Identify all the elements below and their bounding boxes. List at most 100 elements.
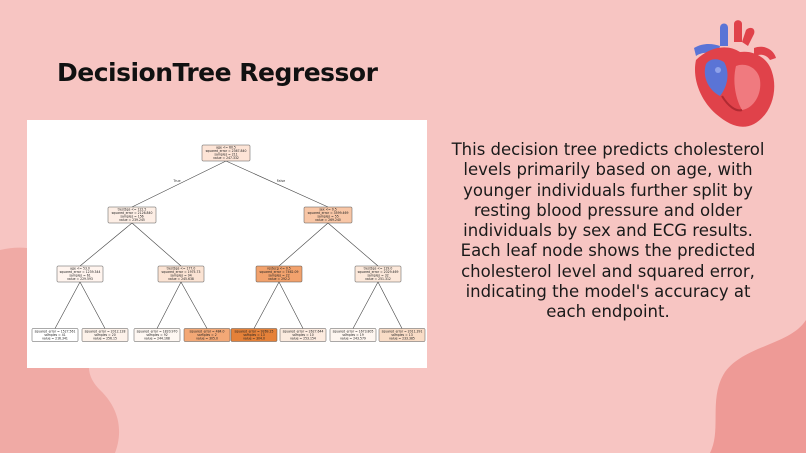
tree-node-text: squared_error = 3599.469 (308, 211, 349, 215)
description-text: This decision tree predicts cholesterol … (451, 140, 765, 322)
tree-node-box (201, 144, 251, 162)
tree-node-box (303, 206, 353, 224)
tree-node-text: squared_error = 2012.128 (85, 329, 126, 333)
tree-node-text: value = 245.638 (168, 277, 194, 281)
tree-edge-r1-r2a (278, 222, 329, 267)
tree-edge-l2b-leaf4 (180, 281, 208, 329)
edge-label-false: False (277, 179, 286, 183)
tree-edge-r1-r2b (327, 222, 379, 267)
tree-node-box (378, 328, 426, 342)
tree-edge-root-r1 (225, 160, 329, 208)
tree-node-text: trestbps <= 122.5 (118, 208, 147, 212)
tree-node-text: sex <= 0.5 (319, 208, 336, 212)
tree-node-text: squared_error = 7462.09 (260, 270, 299, 274)
tree-node-box (157, 265, 205, 283)
heart-anatomy-icon (694, 20, 776, 127)
tree-node-text: value = 292.2 (268, 277, 290, 281)
tree-node-text: value = 216.341 (42, 336, 68, 340)
tree-node-box (279, 328, 327, 342)
tree-node-box (329, 328, 377, 342)
tree-node-text: squared_error = 9269.25 (235, 329, 274, 333)
tree-node-text: age <= 53.0 (70, 267, 90, 271)
tree-edge-r2b-leaf8 (377, 281, 403, 329)
tree-node-box (354, 265, 402, 283)
tree-node-text: squared_error = 2126.840 (112, 211, 153, 215)
tree-node-text: squared_error = 2367.840 (206, 149, 247, 153)
edge-label-true: True (172, 179, 180, 183)
tree-node-text: samples = 156 (120, 215, 143, 219)
tree-node-box (81, 328, 129, 342)
tree-node-text: samples = 41 (44, 333, 65, 337)
tree-edge-l2a-leaf1 (54, 281, 81, 329)
tree-node-text: samples = 20 (94, 333, 115, 337)
tree-node-text: squared_error = 2029.469 (358, 270, 399, 274)
tree-node-text: samples = 13 (243, 333, 264, 337)
tree-node-text: squared_error = 1527.561 (35, 329, 76, 333)
tree-node-text: samples = 211 (214, 153, 237, 157)
tree-node-text: value = 244.168 (144, 336, 170, 340)
tree-node-text: value = 251.312 (365, 277, 391, 281)
tree-node-text: samples = 94 (170, 274, 191, 278)
tree-node-box (133, 328, 181, 342)
tree-node-text: value = 305.0 (196, 336, 218, 340)
tree-node-box (31, 328, 79, 342)
tree-node-box (255, 265, 303, 283)
slide-title: DecisionTree Regressor (57, 58, 378, 87)
tree-node-text: value = 304.0 (243, 336, 265, 340)
tree-node-box (107, 206, 157, 224)
tree-node-text: restecg <= 0.5 (267, 267, 291, 271)
tree-node-box (230, 328, 278, 342)
tree-node-text: squared_error = 1820.970 (137, 329, 178, 333)
tree-edge-l2a-leaf2 (79, 281, 106, 329)
tree-node-text: squared_error = 484.0 (190, 329, 225, 333)
tree-node-text: squared_error = 2627.644 (283, 329, 324, 333)
tree-node-box (56, 265, 104, 283)
tree-node-text: squared_error = 2011.391 (382, 329, 423, 333)
tree-node-text: samples = 22 (268, 274, 289, 278)
tree-node-text: squared_error = 1673.805 (333, 329, 374, 333)
tree-node-text: value = 247.332 (213, 156, 239, 160)
tree-node-text: age <= 60.5 (216, 146, 236, 150)
tree-node-text: samples = 61 (69, 274, 90, 278)
tree-node-text: value = 229.593 (67, 277, 93, 281)
tree-edge-r2a-leaf5 (253, 281, 280, 329)
tree-node-text: samples = 10 (292, 333, 313, 337)
tree-node-text: squared_error = 1975.73 (162, 270, 201, 274)
tree-node-text: samples = 32 (367, 274, 388, 278)
tree-node-text: samples = 55 (317, 215, 338, 219)
tree-node-box (183, 328, 231, 342)
tree-node-text: samples = 92 (146, 333, 167, 337)
tree-node-text: squared_error = 1239.344 (60, 270, 101, 274)
tree-node-text: value = 269.240 (315, 218, 341, 222)
tree-edge-l1-l2a (79, 222, 133, 267)
tree-node-text: value = 243.579 (340, 336, 366, 340)
tree-node-text: trestbps <= 129.0 (364, 267, 393, 271)
tree-node-text: samples = 2 (197, 333, 216, 337)
tree-edge-r2a-leaf6 (278, 281, 304, 329)
blob-right (710, 320, 806, 453)
tree-edge-r2b-leaf7 (352, 281, 379, 329)
tree-edge-root-l1 (131, 160, 227, 208)
tree-node-text: value = 239.245 (119, 218, 145, 222)
tree-node-text: samples = 13 (391, 333, 412, 337)
tree-node-text: trestbps <= 177.0 (167, 267, 196, 271)
tree-node-text: value = 253.154 (290, 336, 316, 340)
tree-node-text: value = 233.385 (389, 336, 415, 340)
tree-node-text: value = 256.15 (93, 336, 117, 340)
